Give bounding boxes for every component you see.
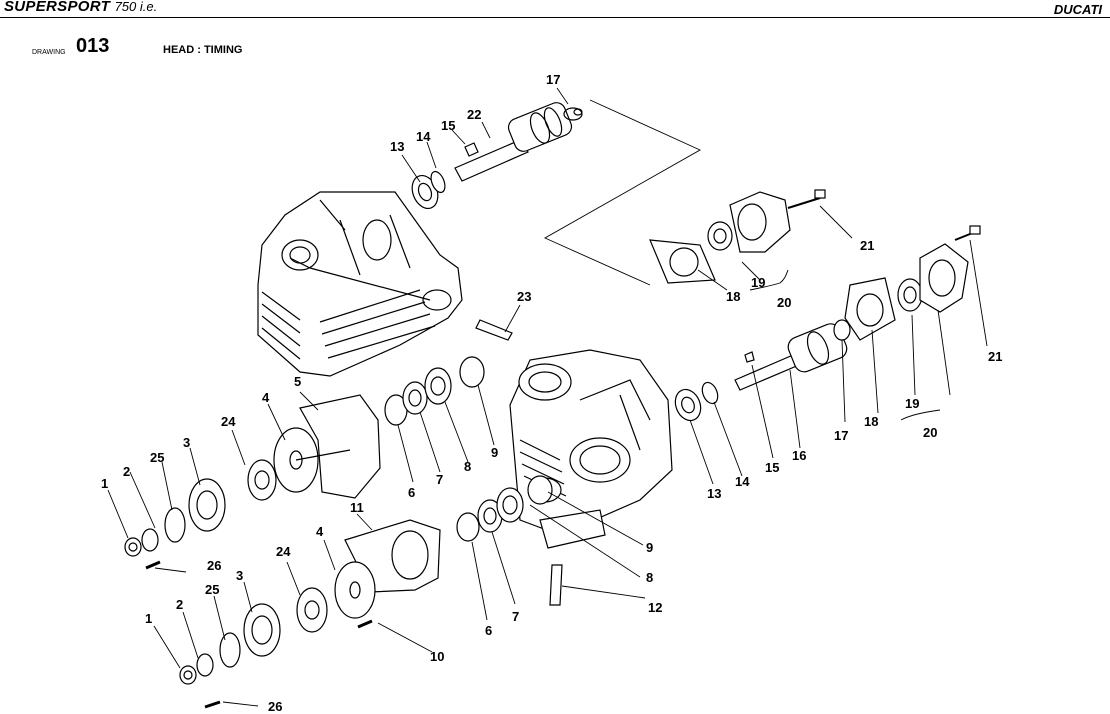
callout-26-upper: 26 bbox=[207, 558, 221, 573]
callout-14: 14 bbox=[416, 129, 431, 144]
callout-23: 23 bbox=[517, 289, 531, 304]
rear-bearing-set bbox=[411, 142, 479, 209]
front-cylinder-head bbox=[509, 349, 673, 549]
callout-16: 16 bbox=[792, 448, 806, 463]
callout-9-upper: 9 bbox=[491, 445, 498, 460]
rear-camshaft bbox=[454, 102, 583, 182]
callout-2-upper: 2 bbox=[123, 464, 130, 479]
callout-13-lower: 13 bbox=[707, 486, 721, 501]
model-name: SUPERSPORT bbox=[4, 0, 111, 15]
callout-3-lower: 3 bbox=[236, 568, 243, 583]
lower-bearing-stack bbox=[456, 475, 553, 542]
upper-belt-cover bbox=[299, 394, 381, 499]
stud-23-shape bbox=[475, 319, 513, 341]
callout-19-right: 19 bbox=[905, 396, 919, 411]
callout-24-lower: 24 bbox=[276, 544, 291, 559]
callout-6-lower: 6 bbox=[485, 623, 492, 638]
callout-7-lower: 7 bbox=[512, 609, 519, 624]
callout-8-upper: 8 bbox=[464, 459, 471, 474]
lower-pulley-group bbox=[179, 561, 376, 709]
callout-15: 15 bbox=[441, 118, 455, 133]
callout-4-upper: 4 bbox=[262, 390, 270, 405]
callout-1-upper: 1 bbox=[101, 476, 108, 491]
callout-22: 22 bbox=[467, 107, 481, 122]
callout-15-lower: 15 bbox=[765, 460, 779, 475]
callout-14-lower: 14 bbox=[735, 474, 750, 489]
callout-17-right: 17 bbox=[834, 428, 848, 443]
callout-7-upper: 7 bbox=[436, 472, 443, 487]
upper-bearing-stack bbox=[384, 356, 485, 426]
part-artwork bbox=[124, 99, 981, 709]
header-divider bbox=[0, 17, 1110, 18]
rear-cylinder-head bbox=[257, 191, 463, 377]
callout-24-upper: 24 bbox=[221, 414, 236, 429]
callout-20: 20 bbox=[777, 295, 791, 310]
callout-9-lower: 9 bbox=[646, 540, 653, 555]
model-suffix: 750 i.e. bbox=[114, 0, 158, 14]
callout-6-upper: 6 bbox=[408, 485, 415, 500]
drawing-number: 013 bbox=[76, 35, 110, 57]
front-camshaft bbox=[734, 319, 851, 391]
callout-13: 13 bbox=[390, 139, 404, 154]
callout-18: 18 bbox=[726, 289, 740, 304]
callout-17: 17 bbox=[546, 72, 560, 87]
callout-11: 11 bbox=[350, 500, 364, 515]
callout-26-lower: 26 bbox=[268, 699, 282, 714]
callout-19: 19 bbox=[751, 275, 765, 290]
callout-1-lower: 1 bbox=[145, 611, 152, 626]
callout-12: 12 bbox=[648, 600, 662, 615]
model-title: SUPERSPORT 750 i.e. bbox=[4, 0, 157, 15]
callout-8-lower: 8 bbox=[646, 570, 653, 585]
reference-outline bbox=[544, 99, 701, 286]
callout-labels: 17 22 15 14 13 23 21 19 18 20 21 19 18 1… bbox=[101, 72, 1002, 714]
lower-cover-assembly bbox=[844, 225, 981, 341]
drawing-label: DRAWING bbox=[32, 49, 66, 56]
callout-4-lower: 4 bbox=[316, 524, 324, 539]
upper-cover-assembly bbox=[707, 189, 826, 253]
callout-21-right: 21 bbox=[988, 349, 1002, 364]
drawing-title: HEAD : TIMING bbox=[163, 44, 243, 56]
callout-3-upper: 3 bbox=[183, 435, 190, 450]
leader-lines bbox=[107, 87, 988, 707]
callout-20-right: 20 bbox=[923, 425, 937, 440]
callout-21: 21 bbox=[860, 238, 874, 253]
upper-pulley-group bbox=[124, 427, 351, 570]
callout-10: 10 bbox=[430, 649, 444, 664]
callout-25-upper: 25 bbox=[150, 450, 164, 465]
callout-2-lower: 2 bbox=[176, 597, 183, 612]
callout-25-lower: 25 bbox=[205, 582, 219, 597]
brand-logo: DUCATI bbox=[1053, 2, 1102, 17]
callout-5: 5 bbox=[294, 374, 301, 389]
stud-12-shape bbox=[549, 564, 563, 606]
callout-18-right: 18 bbox=[864, 414, 878, 429]
upper-gasket bbox=[649, 239, 716, 284]
